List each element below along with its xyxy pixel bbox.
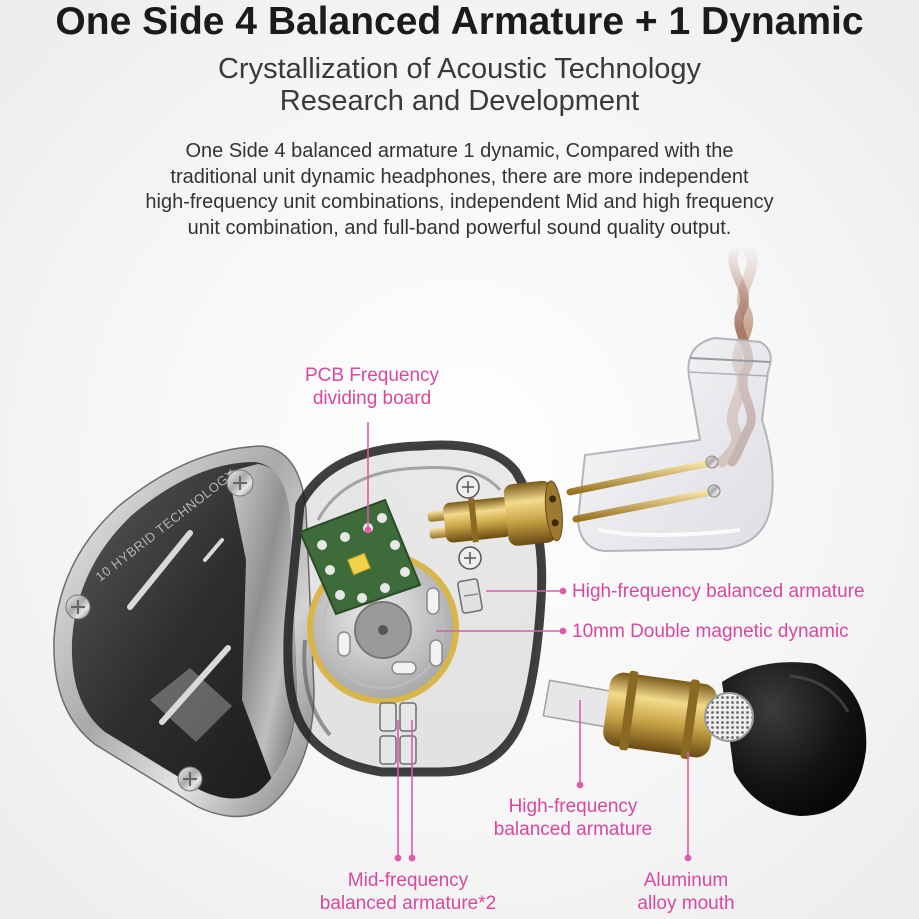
aluminum-alloy-nozzle bbox=[603, 670, 717, 760]
faceplate-screw bbox=[226, 469, 254, 497]
plug-pin bbox=[572, 484, 721, 523]
hf-armature-top bbox=[457, 578, 483, 614]
callout-pcb-line: PCB Frequency bbox=[304, 365, 440, 386]
page-title: One Side 4 Balanced Armature + 1 Dynamic bbox=[55, 0, 864, 43]
faceplate-screw bbox=[177, 766, 203, 792]
description-line: traditional unit dynamic headphones, the… bbox=[170, 165, 749, 188]
callout-hf-armature-top-line: High-frequency balanced armature bbox=[572, 581, 865, 602]
callout-hf-armature-bottom-line: High-frequency bbox=[508, 796, 638, 817]
cable-plug bbox=[566, 336, 774, 553]
callout-hf-armature-bottom: High-frequency balanced armature bbox=[473, 795, 673, 841]
callout-mid-armature-line: balanced armature*2 bbox=[319, 893, 497, 914]
callout-dynamic-driver-line: 10mm Double magnetic dynamic bbox=[572, 621, 849, 642]
nozzle-mesh bbox=[704, 692, 754, 742]
callout-aluminum-mouth-line: Aluminum bbox=[643, 870, 729, 891]
callout-dynamic-driver: 10mm Double magnetic dynamic bbox=[572, 620, 849, 643]
pcb-frequency-dividing-board bbox=[298, 498, 422, 616]
subtitle-line: Research and Development bbox=[279, 85, 640, 117]
subtitle-line: Crystallization of Acoustic Technology bbox=[217, 53, 702, 85]
callout-mid-armature: Mid-frequency balanced armature*2 bbox=[298, 869, 518, 915]
description-line: unit combination, and full-band powerful… bbox=[187, 217, 732, 240]
shell-screw bbox=[456, 475, 480, 499]
ear-tip bbox=[722, 662, 867, 816]
leader-lines bbox=[364, 422, 692, 862]
description-line: high-frequency unit combinations, indepe… bbox=[145, 191, 774, 214]
callout-hf-armature-bottom-line: balanced armature bbox=[493, 819, 653, 840]
callout-pcb-line: dividing board bbox=[312, 388, 432, 409]
callout-pcb: PCB Frequency dividing board bbox=[272, 364, 472, 410]
faceplate: 10 HYBRID TECHNOLOGY bbox=[53, 445, 315, 818]
callout-hf-armature-top: High-frequency balanced armature bbox=[572, 580, 865, 603]
callout-aluminum-mouth-line: alloy mouth bbox=[637, 893, 735, 914]
plug-pin bbox=[566, 455, 719, 496]
pin-socket bbox=[427, 480, 563, 546]
callout-aluminum-mouth: Aluminum alloy mouth bbox=[596, 869, 776, 915]
description: One Side 4 balanced armature 1 dynamic, … bbox=[0, 139, 919, 242]
subtitle: Crystallization of Acoustic Technology R… bbox=[0, 53, 919, 117]
description-line: One Side 4 balanced armature 1 dynamic, … bbox=[185, 140, 734, 162]
callout-mid-armature-line: Mid-frequency bbox=[347, 870, 469, 891]
faceplate-screw bbox=[65, 594, 91, 620]
faceplate-grooves bbox=[127, 530, 231, 725]
shell-screw bbox=[458, 546, 482, 570]
